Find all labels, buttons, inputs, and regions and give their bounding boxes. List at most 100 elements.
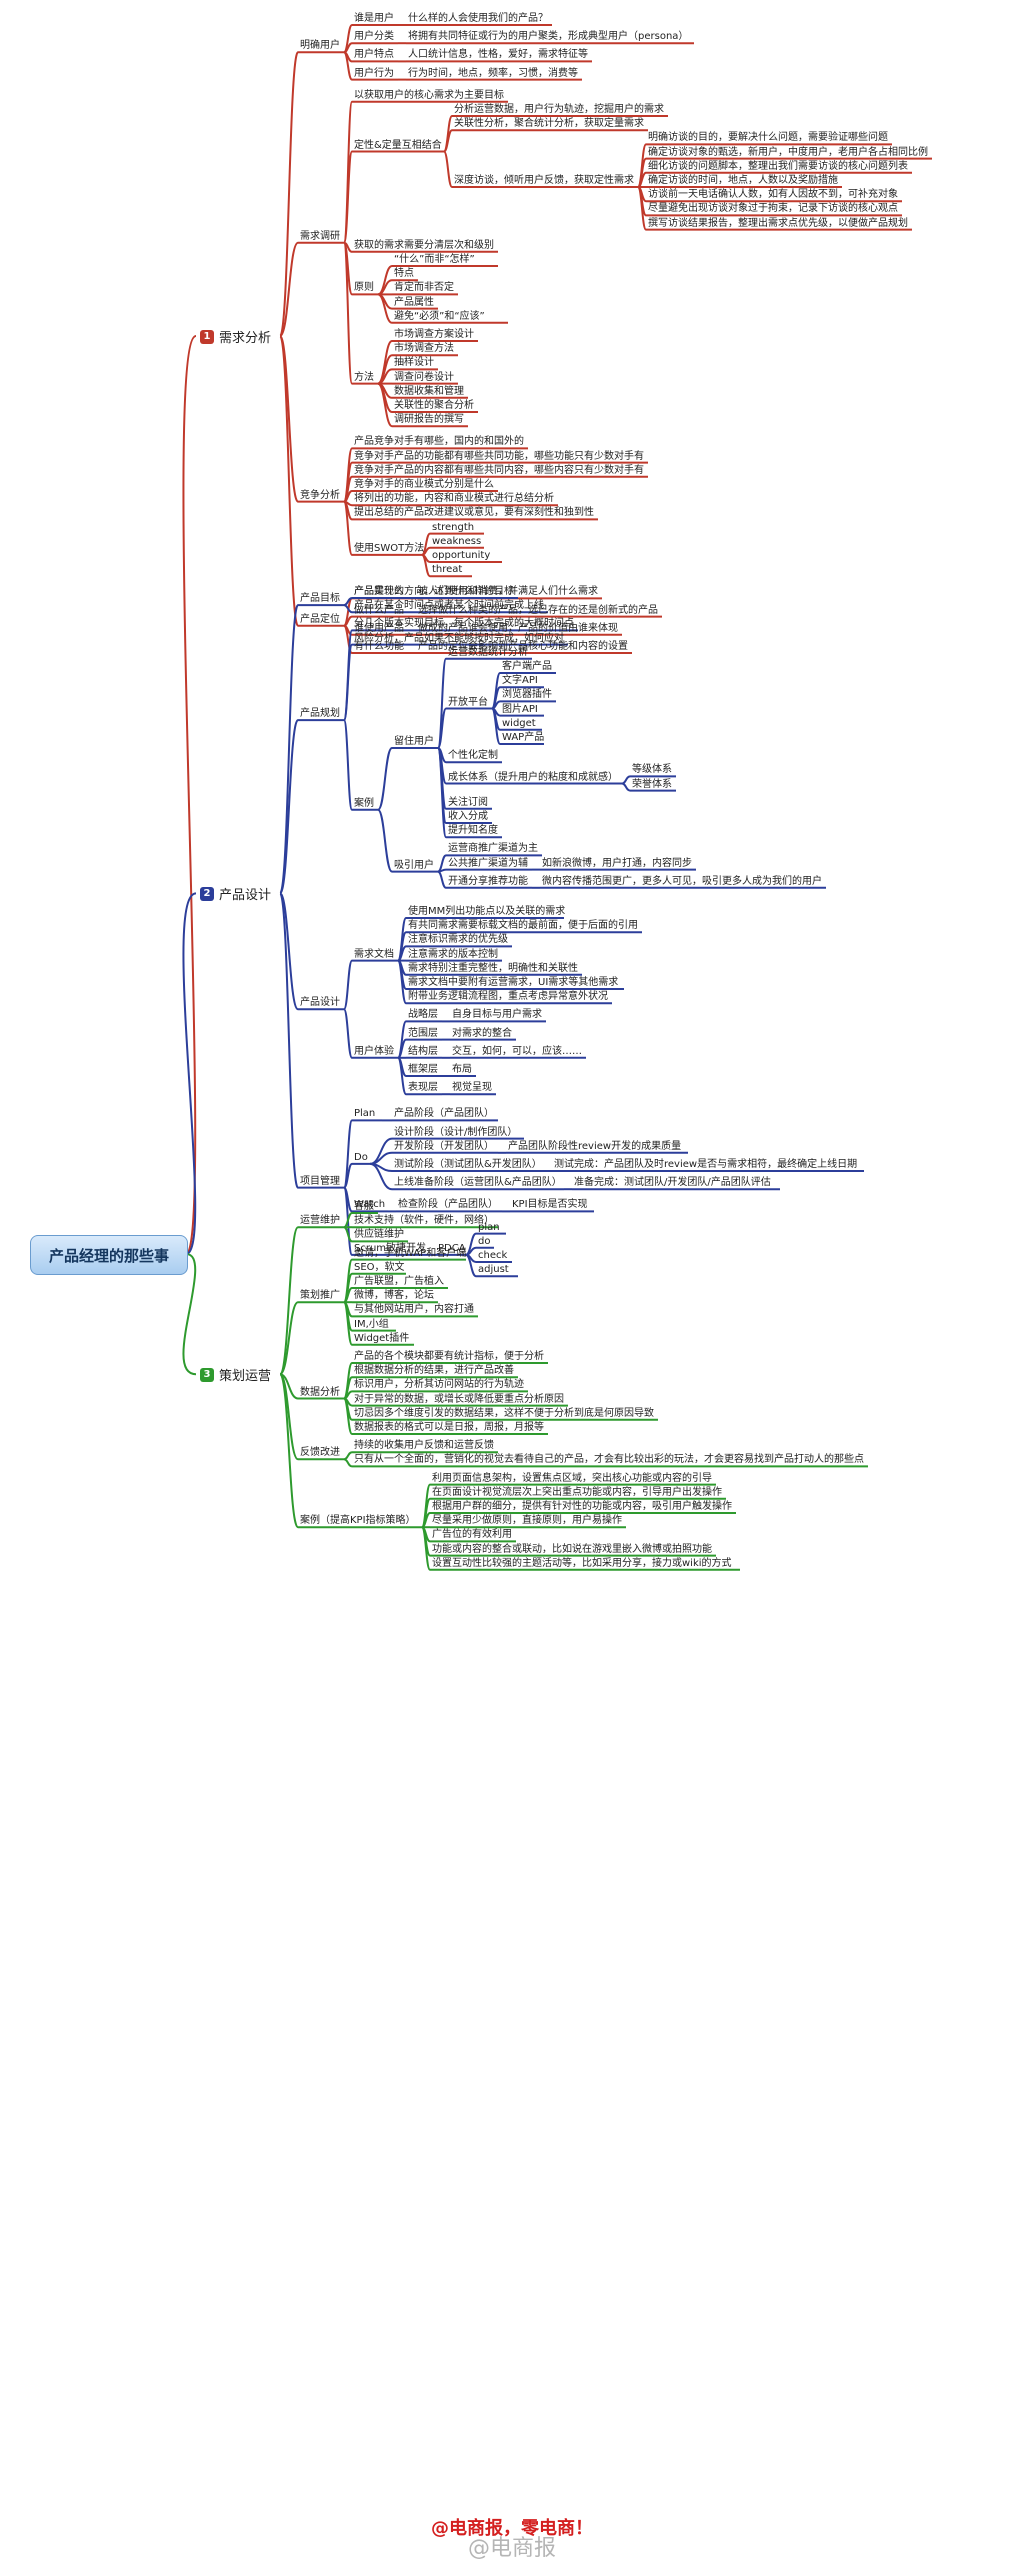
topic-node[interactable]: 文字API bbox=[502, 675, 538, 687]
topic-node[interactable]: 需求文档中要附有运营需求，UI需求等其他需求 bbox=[408, 977, 619, 988]
topic-node[interactable]: 使用SWOT方法 bbox=[354, 542, 425, 554]
topic-node[interactable]: 关联性分析，聚合统计分析，获取定量需求 bbox=[454, 118, 644, 130]
topic-node[interactable]: 案例（提高KPI指标策略） bbox=[300, 1515, 416, 1527]
topic-node[interactable]: 广告联盟，广告植入 bbox=[354, 1276, 444, 1287]
topic-node[interactable]: 邀请，手机WAP和客户端 bbox=[354, 1247, 467, 1259]
topic-node[interactable]: 明确访谈的目的，要解决什么问题，需要验证哪些问题 bbox=[648, 132, 888, 144]
topic-node[interactable]: 持续的收集用户反馈和运营反馈 bbox=[354, 1440, 494, 1452]
topic-node[interactable]: check bbox=[478, 1250, 508, 1261]
topic-node[interactable]: 确定访谈的时间，地点，人数以及奖励措施 bbox=[648, 175, 838, 186]
topic-node[interactable]: 定性&定量互相结合 bbox=[354, 139, 442, 151]
topic-node[interactable]: 用户分类 bbox=[354, 31, 394, 43]
topic-node[interactable]: adjust bbox=[478, 1264, 509, 1276]
topic-node[interactable]: 分几个版本实现目标，每个版本完成的大概时间点 bbox=[354, 618, 574, 630]
topic-node[interactable]: 技术支持（软件，硬件，网络） bbox=[354, 1215, 494, 1227]
topic-node[interactable]: strength bbox=[432, 521, 475, 533]
topic-node[interactable]: 产品目标 bbox=[300, 593, 340, 605]
topic-node[interactable]: 将拥有共同特征或行为的用户聚类，形成典型用户（persona） bbox=[408, 31, 689, 43]
topic-node[interactable]: 根据用户群的细分，提供有针对性的功能或内容，吸引用户触发操作 bbox=[432, 1501, 732, 1512]
topic-node[interactable]: 什么样的人会使用我们的产品？ bbox=[408, 13, 548, 24]
topic-node[interactable]: Scrum敏捷开发 bbox=[354, 1242, 427, 1254]
topic-node[interactable]: 产品在某个时间点或者某个时间前完成上线 bbox=[354, 600, 544, 612]
topic-node[interactable]: 尽量采用少做原则，直接原则，用户易操作 bbox=[432, 1515, 622, 1527]
topic-node[interactable]: 以获取用户的核心需求为主要目标 bbox=[354, 89, 504, 101]
topic-node[interactable]: PDCA bbox=[438, 1242, 466, 1254]
topic-node[interactable]: 利用页面信息架构，设置焦点区域，突出核心功能或内容的引导 bbox=[432, 1472, 712, 1484]
topic-node[interactable]: 等级体系 bbox=[632, 764, 672, 776]
topic-node[interactable]: 开放平台 bbox=[448, 696, 488, 708]
topic-node[interactable]: 选择做什么种类的产品，选已存在的还是创新式的产品 bbox=[418, 604, 658, 616]
topic-node[interactable]: KPI目标是否实现 bbox=[512, 1199, 588, 1211]
topic-node[interactable]: threat bbox=[432, 564, 463, 576]
topic-node[interactable]: 分析运营数据，用户行为轨迹，挖掘用户的需求 bbox=[454, 104, 664, 115]
topic-node[interactable]: 用户体验 bbox=[354, 1045, 394, 1057]
topic-node[interactable]: 用户行为 bbox=[354, 67, 394, 79]
topic-node[interactable]: Watch bbox=[354, 1199, 386, 1211]
topic-node[interactable]: 访谈前一天电话确认人数，如有人因故不到，可补充对象 bbox=[648, 189, 898, 201]
topic-node[interactable]: 产品团队阶段性review开发的成果质量 bbox=[508, 1140, 682, 1152]
topic-node[interactable]: opportunity bbox=[432, 550, 491, 561]
topic-node[interactable]: 产品的定位会影响到产品核心功能和内容的设置 bbox=[418, 641, 628, 652]
topic-node[interactable]: 战略层 bbox=[408, 1009, 438, 1021]
topic-node[interactable]: 个性化定制 bbox=[448, 750, 498, 762]
topic-node[interactable]: 明确用户 bbox=[300, 40, 340, 52]
topic-node[interactable]: 方法 bbox=[354, 371, 374, 383]
topic-node[interactable]: 被人们使用和消费，并满足人们什么需求 bbox=[418, 586, 598, 598]
topic-node[interactable]: 市场调查方法 bbox=[394, 343, 454, 355]
topic-node[interactable]: 尽量避免出现访谈对象过于拘束，记录下访谈的核心观点 bbox=[648, 203, 898, 215]
topic-node[interactable]: 谁使用产品 bbox=[354, 622, 404, 634]
topic-node[interactable]: 竞争对手产品的功能都有哪些共同功能，哪些功能只有少数对手有 bbox=[354, 450, 644, 462]
topic-node[interactable]: 获取的需求需要分清层次和级别 bbox=[354, 239, 494, 251]
topic-node[interactable]: 产品是什么 bbox=[354, 586, 404, 598]
topic-node[interactable]: 浏览器插件 bbox=[502, 689, 552, 701]
topic-node[interactable]: 开通分享推荐功能 bbox=[448, 875, 528, 887]
topic-node[interactable]: 有共同需求需要标载文档的最前面，便于后面的引用 bbox=[408, 920, 638, 932]
topic-node[interactable]: 交互，如何，可以，应该…… bbox=[452, 1045, 582, 1057]
topic-node[interactable]: 数据收集和管理 bbox=[394, 385, 464, 397]
topic-node[interactable]: 反馈改进 bbox=[300, 1447, 340, 1459]
topic-node[interactable]: 提出总结的产品改进建议或意见，要有深刻性和独到性 bbox=[354, 507, 594, 519]
topic-node[interactable]: 竞争对手产品的内容都有哪些共同内容，哪些内容只有少数对手有 bbox=[354, 464, 644, 476]
topic-node[interactable]: 谁是用户 bbox=[354, 13, 394, 24]
topic-node[interactable]: do bbox=[478, 1235, 491, 1247]
topic-node[interactable]: 在页面设计视觉流层次上突出重点功能或内容，引导用户出发操作 bbox=[432, 1486, 722, 1498]
topic-node[interactable]: 产品属性 bbox=[394, 296, 434, 308]
topic-node[interactable]: 供应链维护 bbox=[354, 1229, 404, 1241]
topic-node[interactable]: 收入分成 bbox=[448, 811, 488, 822]
topic-node[interactable]: 撰写访谈结果报告，整理出需求点优先级，以便做产品规划 bbox=[648, 217, 908, 229]
topic-node[interactable]: 上线准备阶段（运营团队&产品团队） bbox=[394, 1177, 562, 1189]
topic-node[interactable]: 运营商推广渠道为主 bbox=[448, 843, 538, 855]
topic-node[interactable]: 产品的各个模块都要有统计指标，便于分析 bbox=[354, 1351, 544, 1362]
topic-node[interactable]: 设置互动性比较强的主题活动等，比如采用分享，接力或wiki的方式 bbox=[432, 1557, 732, 1569]
topic-node[interactable]: 将列出的功能，内容和商业模式进行总结分析 bbox=[354, 493, 554, 505]
topic-node[interactable]: 市场调查方案设计 bbox=[394, 329, 474, 340]
topic-node[interactable]: 广告位的有效利用 bbox=[432, 1529, 512, 1541]
topic-node[interactable]: 运营数据统计分析 bbox=[448, 646, 528, 658]
root-node[interactable]: 产品经理的那些事 bbox=[30, 1235, 188, 1275]
topic-node[interactable]: 范围层 bbox=[408, 1027, 438, 1039]
topic-node[interactable]: 原则 bbox=[354, 282, 374, 294]
topic-node[interactable]: Do bbox=[354, 1151, 368, 1163]
topic-node[interactable]: 与其他网站用户，内容打通 bbox=[354, 1304, 474, 1316]
topic-node[interactable]: 只有从一个全面的，营销化的视觉去看待自己的产品，才会有比较出彩的玩法，才会更容易… bbox=[354, 1454, 864, 1466]
topic-node[interactable]: 项目管理 bbox=[300, 1175, 340, 1187]
topic-node[interactable]: plan bbox=[478, 1221, 500, 1233]
topic-node[interactable]: 标识用户，分析其访问网站的行为轨迹 bbox=[354, 1379, 524, 1391]
topic-node[interactable]: 表现层 bbox=[408, 1082, 438, 1094]
topic-node[interactable]: 调查问卷设计 bbox=[394, 371, 454, 383]
topic-node[interactable]: 测试阶段（测试团队&开发团队） bbox=[394, 1159, 542, 1170]
topic-node[interactable]: 竞争分析 bbox=[300, 489, 340, 501]
topic-node[interactable]: IM,小组 bbox=[354, 1318, 389, 1330]
topic-node[interactable]: 检查阶段（产品团队） bbox=[398, 1199, 498, 1211]
topic-node[interactable]: 需求文档 bbox=[354, 948, 394, 960]
topic-node[interactable]: 风险分析，产品如果不能够按时完成，如何应对 bbox=[354, 632, 564, 644]
topic-node[interactable]: 数据分析 bbox=[300, 1386, 340, 1398]
topic-node[interactable]: 数据报表的格式可以是日报，周报，月报等 bbox=[354, 1422, 544, 1433]
topic-node[interactable]: 视觉呈现 bbox=[452, 1082, 492, 1094]
topic-node[interactable]: 客户端产品 bbox=[502, 661, 552, 672]
topic-node[interactable]: 策划推广 bbox=[300, 1290, 340, 1302]
topic-node[interactable]: 图片API bbox=[502, 703, 538, 715]
